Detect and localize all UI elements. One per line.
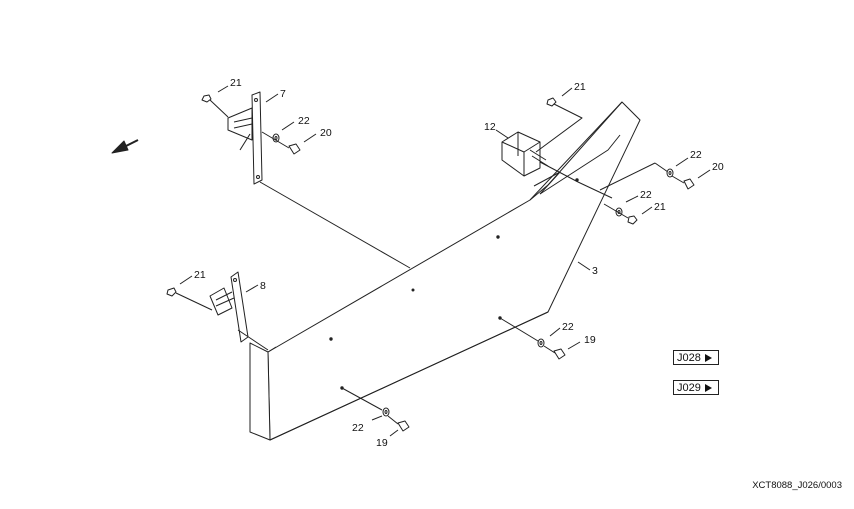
bolt-19-a-icon <box>543 345 566 360</box>
nut-21-c-icon <box>627 215 638 225</box>
label-19a: 19 <box>584 334 596 346</box>
label-12: 12 <box>484 121 496 133</box>
bracket-12 <box>501 131 549 177</box>
arrow-right-icon <box>704 353 712 362</box>
label-8: 8 <box>260 280 266 292</box>
washer-22-d-icon <box>537 338 545 348</box>
label-21d: 21 <box>194 269 206 281</box>
bolt-20-a-icon <box>261 131 301 155</box>
label-20b: 20 <box>712 161 724 173</box>
bracket-7 <box>227 91 263 185</box>
washer-22-e-icon <box>382 407 390 417</box>
reference-j029-button[interactable]: J029 <box>673 380 719 395</box>
nut-21-a-icon <box>201 94 212 103</box>
arrow-right-icon <box>704 383 712 392</box>
label-3: 3 <box>592 265 598 277</box>
label-20a: 20 <box>320 127 332 139</box>
label-22d: 22 <box>562 321 574 333</box>
figure-code: XCT8088_J026/0003 <box>752 480 842 491</box>
label-21c: 21 <box>654 201 666 213</box>
label-21b: 21 <box>574 81 586 93</box>
bolt-19-b-icon <box>387 415 410 432</box>
part-labels: 21 7 22 20 21 12 22 20 22 21 3 21 8 22 1… <box>194 77 724 449</box>
reference-j028-label: J028 <box>677 351 701 364</box>
direction-arrow-icon <box>111 139 139 154</box>
washer-22-b-icon <box>666 168 674 178</box>
main-panel <box>249 101 641 441</box>
leader <box>259 181 411 269</box>
label-7: 7 <box>280 88 286 100</box>
label-21a: 21 <box>230 77 242 89</box>
bolt-20-b-icon <box>671 175 695 190</box>
label-22c: 22 <box>640 189 652 201</box>
nut-21-d-icon <box>166 287 177 297</box>
label-22e: 22 <box>352 422 364 434</box>
reference-j029-label: J029 <box>677 381 701 394</box>
bracket-8 <box>209 271 249 343</box>
label-19b: 19 <box>376 437 388 449</box>
reference-j028-button[interactable]: J028 <box>673 350 719 365</box>
leader-lines <box>179 85 711 437</box>
label-22a: 22 <box>298 115 310 127</box>
label-22b: 22 <box>690 149 702 161</box>
